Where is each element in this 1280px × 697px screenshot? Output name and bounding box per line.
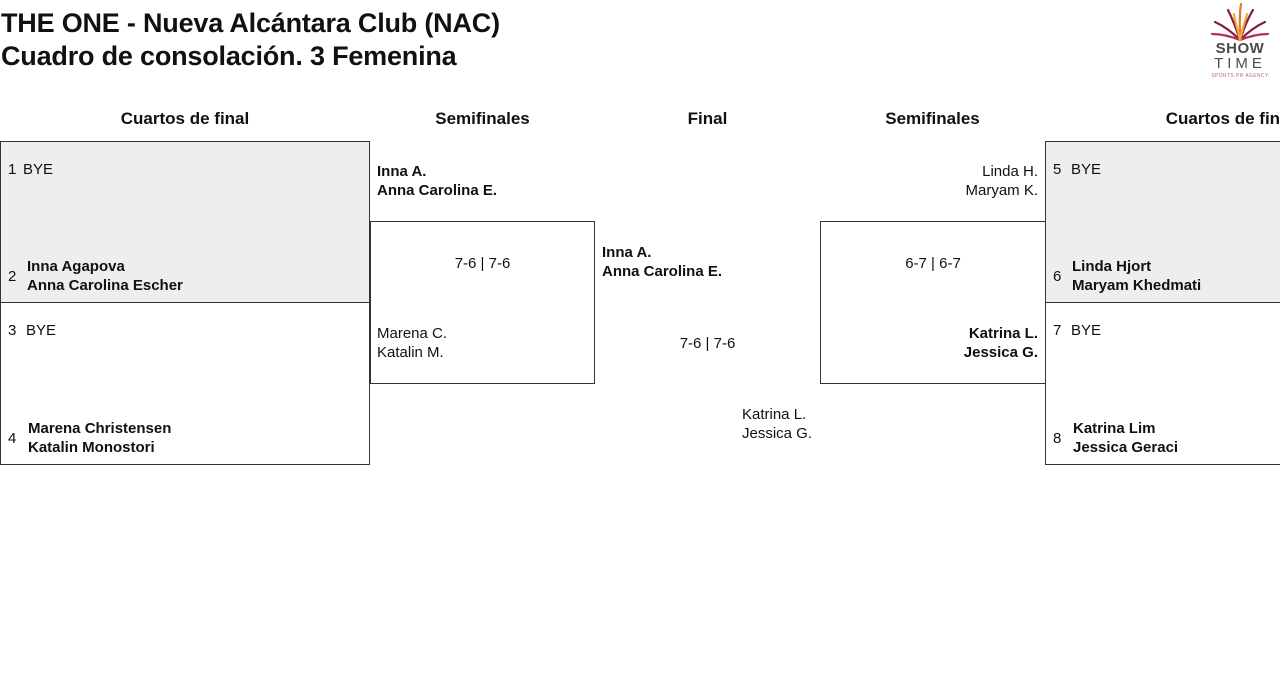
right-sf-top-player: Maryam K. xyxy=(965,182,1038,199)
bye-label: BYE xyxy=(1071,322,1102,339)
bye-label: BYE xyxy=(23,161,54,178)
right-sf-match: 6-7 | 6-7 Katrina L. Jessica G. xyxy=(820,221,1046,384)
showtime-logo: SHOW TIME SPORTS PR AGENCY xyxy=(1206,2,1274,82)
bye-label: BYE xyxy=(1071,161,1102,178)
seed-number: 4 xyxy=(8,430,17,447)
round-header-left-qf: Cuartos de final xyxy=(120,109,250,128)
logo-line2: TIME xyxy=(1214,55,1266,72)
right-qf-match-2: 7 BYE 8 Katrina Lim Jessica Geraci xyxy=(1045,302,1280,465)
right-sf-score: 6-7 | 6-7 xyxy=(905,255,961,272)
player-name: Katrina Lim xyxy=(1073,420,1156,437)
firework-logo-icon xyxy=(1210,2,1270,42)
round-header-left-sf: Semifinales xyxy=(435,109,530,128)
player-name: Marena Christensen xyxy=(28,420,172,437)
page-title: THE ONE - Nueva Alcántara Club (NAC) xyxy=(1,8,500,38)
seed-number: 2 xyxy=(8,268,17,285)
round-header-final: Final xyxy=(687,109,728,128)
final-score: 7-6 | 7-6 xyxy=(679,335,736,352)
player-name: Maryam Khedmati xyxy=(1072,277,1202,294)
round-header-right-sf: Semifinales xyxy=(885,109,980,128)
final-top-player: Anna Carolina E. xyxy=(602,263,723,280)
page-subtitle: Cuadro de consolación. 3 Femenina xyxy=(1,41,457,71)
final-bottom-player: Jessica G. xyxy=(742,425,813,442)
left-sf-match: 7-6 | 7-6 Marena C. Katalin M. xyxy=(370,221,595,384)
round-header-right-qf: Cuartos de final xyxy=(1165,109,1280,128)
left-sf-bottom-player: Katalin M. xyxy=(377,344,444,361)
left-sf-top-player: Inna A. xyxy=(377,163,427,180)
seed-number: 3 xyxy=(8,322,17,339)
left-sf-bottom-player: Marena C. xyxy=(377,325,448,342)
right-sf-bottom-player: Katrina L. xyxy=(968,325,1038,342)
seed-number: 7 xyxy=(1053,322,1062,339)
seed-number: 1 xyxy=(8,161,17,178)
final-bottom-player: Katrina L. xyxy=(742,406,807,423)
right-sf-top-player: Linda H. xyxy=(982,163,1038,180)
player-name: Anna Carolina Escher xyxy=(27,277,183,294)
player-name: Linda Hjort xyxy=(1072,258,1152,275)
final-top-player: Inna A. xyxy=(602,244,652,261)
left-qf-match-1: 1 BYE 2 Inna Agapova Anna Carolina Esche… xyxy=(0,141,370,303)
right-qf-match-1: 5 BYE 6 Linda Hjort Maryam Khedmati xyxy=(1045,141,1280,303)
seed-number: 5 xyxy=(1053,161,1062,178)
bye-label: BYE xyxy=(26,322,57,339)
player-name: Katalin Monostori xyxy=(28,439,155,456)
player-name: Inna Agapova xyxy=(27,258,125,275)
seed-number: 6 xyxy=(1053,268,1062,285)
player-name: Jessica Geraci xyxy=(1073,439,1179,456)
logo-line1: SHOW xyxy=(1215,40,1265,57)
seed-number: 8 xyxy=(1053,430,1062,447)
left-qf-match-2: 3 BYE 4 Marena Christensen Katalin Monos… xyxy=(0,302,370,465)
logo-tagline: SPORTS PR AGENCY xyxy=(1211,73,1269,79)
left-sf-score: 7-6 | 7-6 xyxy=(454,255,511,272)
right-sf-bottom-player: Jessica G. xyxy=(963,344,1038,361)
left-sf-top-player: Anna Carolina E. xyxy=(377,182,498,199)
